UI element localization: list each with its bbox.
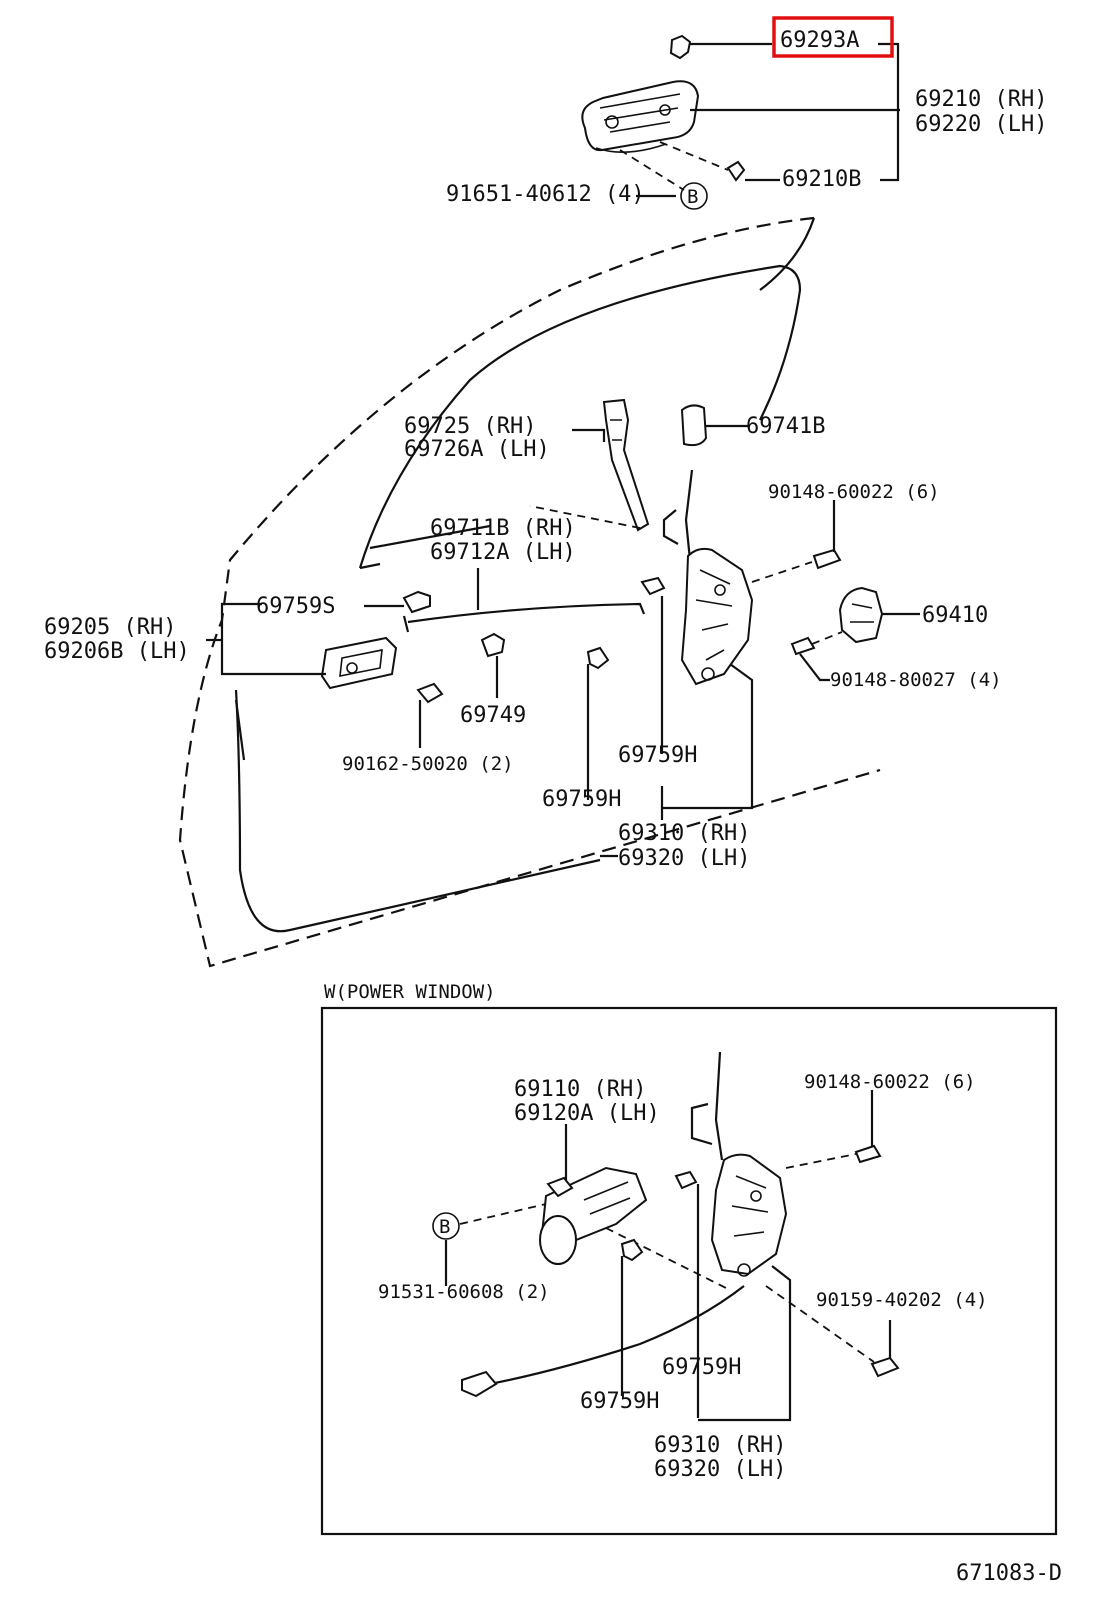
label-90148-60022: 90148-60022 (6) bbox=[768, 481, 940, 503]
inset-frame bbox=[320, 1006, 1058, 1536]
label-69725: 69725 (RH) bbox=[404, 414, 536, 439]
inset-label-91531: 91531-60608 (2) bbox=[378, 1281, 550, 1303]
lock-motor-part bbox=[539, 1166, 648, 1265]
inset-cable-part bbox=[489, 1285, 745, 1386]
label-69205: 69205 (RH) bbox=[44, 615, 176, 640]
label-69759H-b: 69759H bbox=[542, 787, 621, 812]
screw-part-90148-60022 bbox=[812, 548, 842, 570]
outside-handle-part bbox=[581, 80, 700, 153]
label-69712A: 69712A (LH) bbox=[430, 540, 576, 565]
diagram-id: 671083-D bbox=[956, 1561, 1062, 1586]
label-90148-80027: 90148-80027 (4) bbox=[830, 669, 1002, 691]
label-69220: 69220 (LH) bbox=[915, 112, 1047, 137]
label-69726A: 69726A (LH) bbox=[404, 437, 550, 462]
inside-handle-part bbox=[320, 636, 398, 690]
rear-rail-part bbox=[602, 398, 650, 532]
callout-b-letter: B bbox=[687, 186, 698, 208]
clip-part-69759H-a bbox=[586, 646, 610, 670]
inset-label-69320: 69320 (LH) bbox=[654, 1457, 786, 1482]
inset-label-69310: 69310 (RH) bbox=[654, 1433, 786, 1458]
clip-part-69759H-inset-a bbox=[620, 1238, 644, 1262]
label-91651: 91651-40612 (4) bbox=[446, 182, 645, 207]
label-69293A: 69293A bbox=[780, 28, 859, 53]
inset-door-lock-assembly bbox=[690, 1051, 788, 1277]
label-69320: 69320 (LH) bbox=[618, 846, 750, 871]
callout-b-circle bbox=[680, 182, 708, 210]
label-69310: 69310 (RH) bbox=[618, 821, 750, 846]
clip-part-69759H-inset-b bbox=[674, 1170, 698, 1190]
label-69206B: 69206B (LH) bbox=[44, 639, 190, 664]
door-lock-assembly bbox=[662, 469, 754, 686]
label-69741B: 69741B bbox=[746, 414, 825, 439]
inset-label-69120A: 69120A (LH) bbox=[514, 1101, 660, 1126]
screw-part-90148-80027 bbox=[790, 636, 816, 656]
inset-label-90148: 90148-60022 (6) bbox=[804, 1071, 976, 1093]
clip-part-69759S bbox=[402, 590, 431, 614]
remote-rod-part bbox=[407, 602, 646, 624]
label-69210: 69210 (RH) bbox=[915, 87, 1047, 112]
inset-label-69759H-a: 69759H bbox=[662, 1355, 741, 1380]
highlight-box bbox=[772, 16, 894, 58]
inset-label-69110: 69110 (RH) bbox=[514, 1077, 646, 1102]
outside-handle-group bbox=[581, 34, 900, 210]
label-69410: 69410 bbox=[922, 603, 988, 628]
striker-part-69410 bbox=[838, 586, 884, 644]
clip-part-69759H-b bbox=[640, 576, 666, 596]
pad-part-69741B bbox=[680, 404, 708, 447]
inset-label-90159: 90159-40202 (4) bbox=[816, 1289, 988, 1311]
clip-part-69293A bbox=[669, 34, 692, 60]
screw-part-69210B bbox=[726, 160, 746, 182]
inset-label-69759H-b: 69759H bbox=[580, 1389, 659, 1414]
screw-part-90159-40202 bbox=[870, 1356, 900, 1378]
screw-part-90148-60022-inset bbox=[854, 1144, 882, 1164]
label-69759S: 69759S bbox=[256, 594, 335, 619]
inset-title: W(POWER WINDOW) bbox=[324, 981, 496, 1003]
door-outline bbox=[178, 216, 881, 968]
inset-callout-b-letter: B bbox=[439, 1216, 450, 1238]
inset-callout-b-circle bbox=[432, 1212, 460, 1240]
label-69711B: 69711B (RH) bbox=[430, 516, 576, 541]
clip-part-69749 bbox=[480, 632, 506, 658]
label-69759H-a: 69759H bbox=[618, 743, 697, 768]
label-69749: 69749 bbox=[460, 703, 526, 728]
label-69210B: 69210B bbox=[782, 167, 861, 192]
label-90162: 90162-50020 (2) bbox=[342, 753, 514, 775]
screw-part-90162 bbox=[416, 682, 444, 704]
